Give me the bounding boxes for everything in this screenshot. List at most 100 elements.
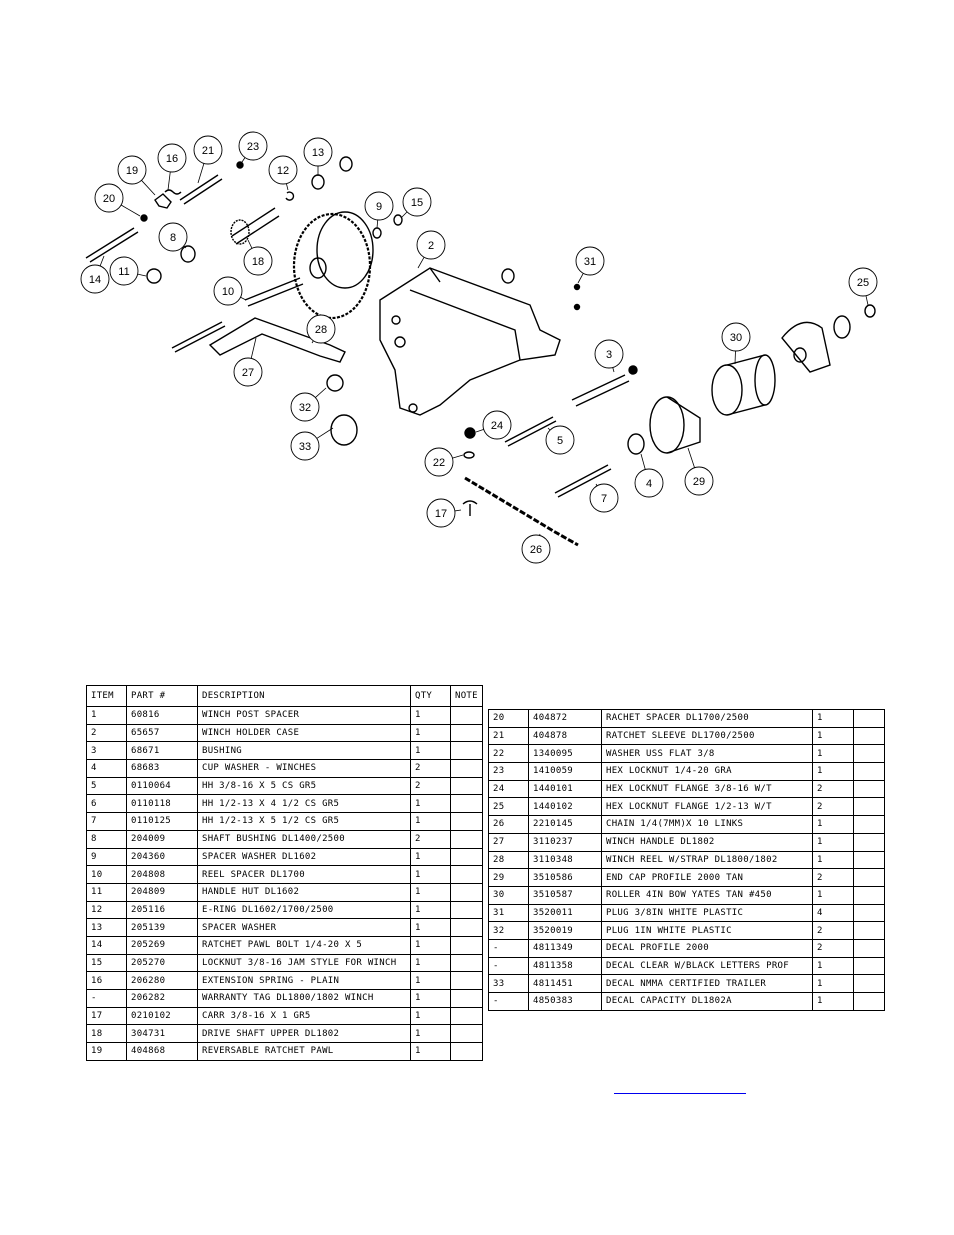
callout-circle — [233, 357, 263, 387]
cell-part: 4811451 — [528, 974, 602, 993]
cell-item: 8 — [86, 829, 127, 849]
cell-note — [450, 953, 483, 973]
cell-part: 1410059 — [528, 762, 602, 781]
callout-label: 25 — [857, 277, 869, 289]
callout-label: 9 — [376, 201, 382, 213]
cell-item: 32 — [488, 921, 529, 940]
callout-leader — [316, 427, 334, 439]
cell-description: REEL SPACER DL1700 — [197, 865, 411, 884]
cell-note — [450, 900, 483, 920]
cell-note — [450, 1006, 483, 1026]
cell-item: - — [488, 992, 529, 1011]
cell-part: 1340095 — [528, 744, 602, 764]
cell-note — [450, 882, 483, 902]
cell-description: DECAL NMMA CERTIFIED TRAILER — [601, 974, 813, 993]
part-drawing-2-hole-a — [391, 315, 401, 325]
cell-description: HEX LOCKNUT 1/4-20 GRA — [601, 762, 813, 781]
callout-label: 14 — [89, 274, 101, 286]
cell-note — [450, 723, 483, 743]
cell-part: 404868 — [126, 1042, 198, 1061]
part-drawing-4 — [627, 433, 645, 455]
cell-description: WINCH HANDLE DL1802 — [601, 832, 813, 852]
cell-qty: 1 — [812, 956, 854, 976]
cell-item: 3 — [86, 741, 127, 761]
cell-item: 26 — [488, 815, 529, 834]
cell-part: 3110237 — [528, 832, 602, 852]
callout-leader — [547, 427, 551, 431]
cell-item: - — [86, 989, 127, 1008]
cell-part: 65657 — [126, 723, 198, 743]
part-drawing-31a — [573, 283, 581, 291]
part-drawing-21 — [179, 174, 223, 205]
callout-circle — [109, 256, 139, 286]
part-drawing-9 — [372, 227, 382, 239]
cell-part: 404872 — [528, 709, 602, 728]
callout-leader — [99, 255, 105, 267]
part-drawing-2-hole-c — [408, 403, 418, 413]
cell-qty: 1 — [812, 744, 854, 764]
cell-item: 24 — [488, 779, 529, 799]
callout-circle — [94, 183, 124, 213]
callout-label: 17 — [435, 508, 447, 520]
callout-label: 15 — [411, 197, 423, 209]
callout-leader — [454, 509, 462, 512]
cell-note — [450, 741, 483, 761]
part-drawing-19 — [154, 193, 172, 209]
cell-note — [853, 779, 885, 799]
cell-part: 1440102 — [528, 797, 602, 817]
cell-description: SHAFT BUSHING DL1400/2500 — [197, 829, 411, 849]
cell-note — [450, 776, 483, 796]
cell-part: 68671 — [126, 741, 198, 761]
cell-note — [450, 847, 483, 867]
callout-circle — [424, 447, 454, 477]
cell-description: WINCH HOLDER CASE — [197, 723, 411, 743]
callout-leader — [250, 337, 257, 359]
cell-part: 205139 — [126, 918, 198, 937]
header-qty: QTY — [410, 685, 451, 707]
cell-part: 4811358 — [528, 956, 602, 976]
cell-note — [450, 971, 483, 990]
cell-description: DECAL CLEAR W/BLACK LETTERS PROF — [601, 956, 813, 976]
callout-leader — [577, 273, 584, 284]
cell-part: 205269 — [126, 935, 198, 955]
callout-circle — [238, 131, 268, 161]
cell-note — [853, 744, 885, 764]
callout-label: 30 — [730, 332, 742, 344]
part-drawing-18-gear — [230, 219, 250, 245]
part-drawing-3-nut — [628, 365, 638, 375]
part-drawing-25 — [864, 304, 876, 318]
callout-label: 13 — [312, 147, 324, 159]
cell-qty: 2 — [812, 868, 854, 887]
callout-leader — [640, 453, 646, 470]
cell-qty: 2 — [812, 779, 854, 799]
part-drawing-28-flange — [316, 211, 374, 289]
callout-circle — [545, 425, 575, 455]
part-drawing-13a — [311, 174, 325, 190]
cell-part: 205116 — [126, 900, 198, 920]
cell-item: 5 — [86, 776, 127, 796]
footer-link[interactable] — [614, 1093, 746, 1094]
part-drawing-14 — [85, 227, 139, 263]
part-drawing-27 — [208, 317, 346, 363]
cell-part: 204009 — [126, 829, 198, 849]
cell-note — [853, 832, 885, 852]
cell-description: CHAIN 1/4(7MM)X 10 LINKS — [601, 815, 813, 834]
part-drawing-4b — [833, 315, 851, 339]
cell-qty: 1 — [410, 1024, 451, 1044]
callout-circle — [303, 137, 333, 167]
cell-description: PLUG 3/8IN WHITE PLASTIC — [601, 903, 813, 923]
